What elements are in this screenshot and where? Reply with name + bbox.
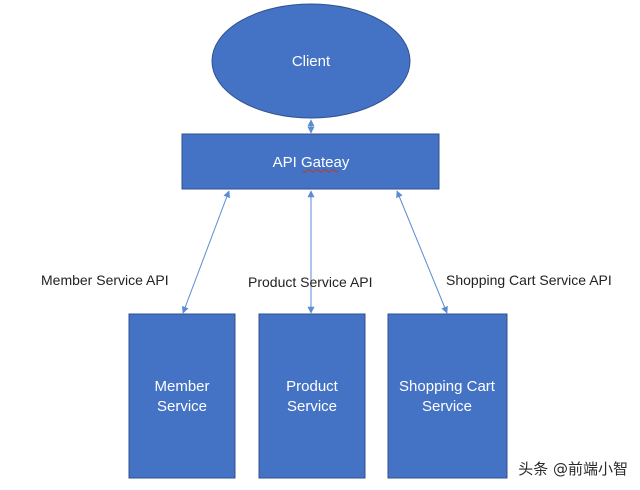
- gateway-cart-arrow: [396, 190, 448, 314]
- client-node: Client: [211, 3, 411, 119]
- shopping-cart-service-label-line1: Shopping Cart: [399, 378, 496, 395]
- shopping-cart-service-node: Shopping Cart Service: [387, 313, 508, 479]
- product-service-label-line1: Product: [286, 378, 339, 395]
- product-service-node: Product Service: [258, 313, 366, 479]
- api-gateway-label: API Gateay: [273, 154, 350, 171]
- watermark-text: 头条 @前端小智: [518, 460, 628, 478]
- member-service-label-line1: Member: [154, 378, 209, 395]
- member-service-node: Member Service: [128, 313, 236, 479]
- spellcheck-underline: [302, 169, 339, 173]
- api-gateway-node: API Gateay: [181, 133, 440, 190]
- client-label: Client: [292, 53, 331, 70]
- member-service-api-label: Member Service API: [41, 272, 169, 288]
- member-service-label-line2: Service: [157, 398, 207, 415]
- cart-service-api-label: Shopping Cart Service API: [446, 272, 612, 288]
- product-service-api-label: Product Service API: [248, 274, 373, 290]
- gateway-member-arrow: [181, 190, 231, 314]
- product-service-label-line2: Service: [287, 398, 337, 415]
- shopping-cart-service-label-line2: Service: [422, 398, 472, 415]
